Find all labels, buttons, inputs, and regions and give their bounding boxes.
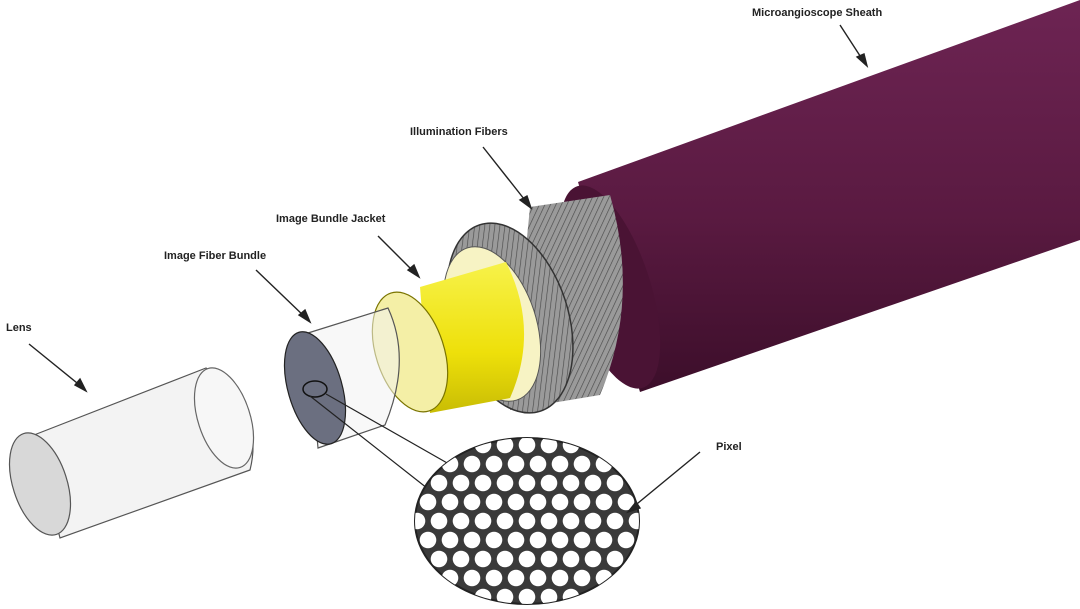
pixel-hole <box>551 531 569 549</box>
label-illumination-fibers: Illumination Fibers <box>410 126 508 138</box>
pixel-hole <box>551 569 569 587</box>
sheath-tube <box>559 0 1080 392</box>
pixel-hole <box>441 531 459 549</box>
pixel-hole <box>507 531 525 549</box>
pixel-hole <box>540 474 558 492</box>
pixel-hole <box>584 550 602 568</box>
pixel-hole <box>595 531 613 549</box>
pixel-hole <box>518 438 536 454</box>
pixel-hole <box>463 455 481 473</box>
pixel-hole <box>496 512 514 530</box>
label-arrows <box>28 24 869 514</box>
lens-arrow <box>28 343 83 388</box>
pixel-hole <box>540 588 558 604</box>
pixel-hole <box>584 512 602 530</box>
lens-arrowhead <box>73 377 88 393</box>
pixel-hole <box>474 550 492 568</box>
pixel-hole <box>496 438 514 454</box>
pixel-hole <box>584 474 602 492</box>
pixel-hole <box>474 512 492 530</box>
magnify-line-top <box>325 393 471 477</box>
pixel-hole <box>562 474 580 492</box>
pixel-region-marker <box>302 380 328 398</box>
pixel-hole <box>485 531 503 549</box>
pixel-hole <box>430 474 448 492</box>
pixel-hole <box>452 550 470 568</box>
pixel-hole <box>518 588 536 604</box>
pixel-hole <box>463 493 481 511</box>
pixel-hole <box>529 493 547 511</box>
pixel-hole <box>430 512 448 530</box>
pixel-hole <box>562 438 580 454</box>
pixel-hole <box>606 512 624 530</box>
illumination-arrow <box>482 146 529 205</box>
jacket-arrowhead <box>406 263 421 279</box>
pixel-hole <box>485 455 503 473</box>
pixel-hole <box>415 512 426 530</box>
pixel-hole <box>419 493 437 511</box>
pixel-hole <box>573 531 591 549</box>
pixel-hole <box>529 455 547 473</box>
pixel-hole <box>518 474 536 492</box>
pixel-magnified-view <box>414 437 640 605</box>
pixel-hole <box>617 493 635 511</box>
sheath-arrowhead <box>855 53 869 69</box>
pixel-hole <box>540 550 558 568</box>
label-image-bundle-jacket: Image Bundle Jacket <box>276 213 386 225</box>
pixel-hole <box>496 550 514 568</box>
pixel-hole <box>606 474 624 492</box>
pixel-hole <box>606 550 624 568</box>
pixel-hole <box>507 493 525 511</box>
pixel-hole <box>573 455 591 473</box>
illumination-arrowhead <box>518 194 533 210</box>
pixel-hole <box>562 588 580 604</box>
pixel-hole <box>496 588 514 604</box>
pixel-hole <box>551 455 569 473</box>
pixel-hole <box>430 550 448 568</box>
pixel-hole <box>540 512 558 530</box>
image-fiber-bundle <box>283 307 400 449</box>
label-pixel: Pixel <box>716 441 742 453</box>
pixel-hole <box>452 512 470 530</box>
pixel-hole <box>529 531 547 549</box>
pixel-arrow <box>631 451 701 509</box>
jacket-arrow <box>377 235 416 274</box>
lens <box>8 367 255 539</box>
label-image-fiber-bundle: Image Fiber Bundle <box>164 250 266 262</box>
pixel-hole <box>507 569 525 587</box>
pixel-hole <box>452 474 470 492</box>
pixel-hole <box>617 531 635 549</box>
pixel-hole <box>540 438 558 454</box>
pixel-hole <box>474 474 492 492</box>
bundle-arrow <box>255 269 307 319</box>
pixel-hole <box>562 512 580 530</box>
label-lens: Lens <box>6 322 32 334</box>
bundle-arrowhead <box>297 308 312 324</box>
pixel-hole <box>573 493 591 511</box>
pixel-hole <box>573 569 591 587</box>
pixel-hole <box>463 569 481 587</box>
pixel-hole <box>474 438 492 454</box>
magnify-line-bottom <box>309 395 433 493</box>
pixel-hole <box>595 493 613 511</box>
pixel-hole <box>496 474 514 492</box>
pixel-hole <box>485 493 503 511</box>
pixel-hole <box>562 550 580 568</box>
pixel-arrowhead <box>625 500 642 514</box>
pixel-hole <box>529 569 547 587</box>
pixel-hole <box>463 531 481 549</box>
pixel-hole <box>474 588 492 604</box>
label-microangioscope-sheath: Microangioscope Sheath <box>752 7 882 19</box>
pixel-hole <box>419 531 437 549</box>
pixel-hole <box>518 512 536 530</box>
pixel-hole <box>507 455 525 473</box>
pixel-hole <box>551 493 569 511</box>
pixel-hole <box>485 569 503 587</box>
pixel-hole <box>441 493 459 511</box>
pixel-hole <box>628 512 639 530</box>
pixel-hole <box>518 550 536 568</box>
